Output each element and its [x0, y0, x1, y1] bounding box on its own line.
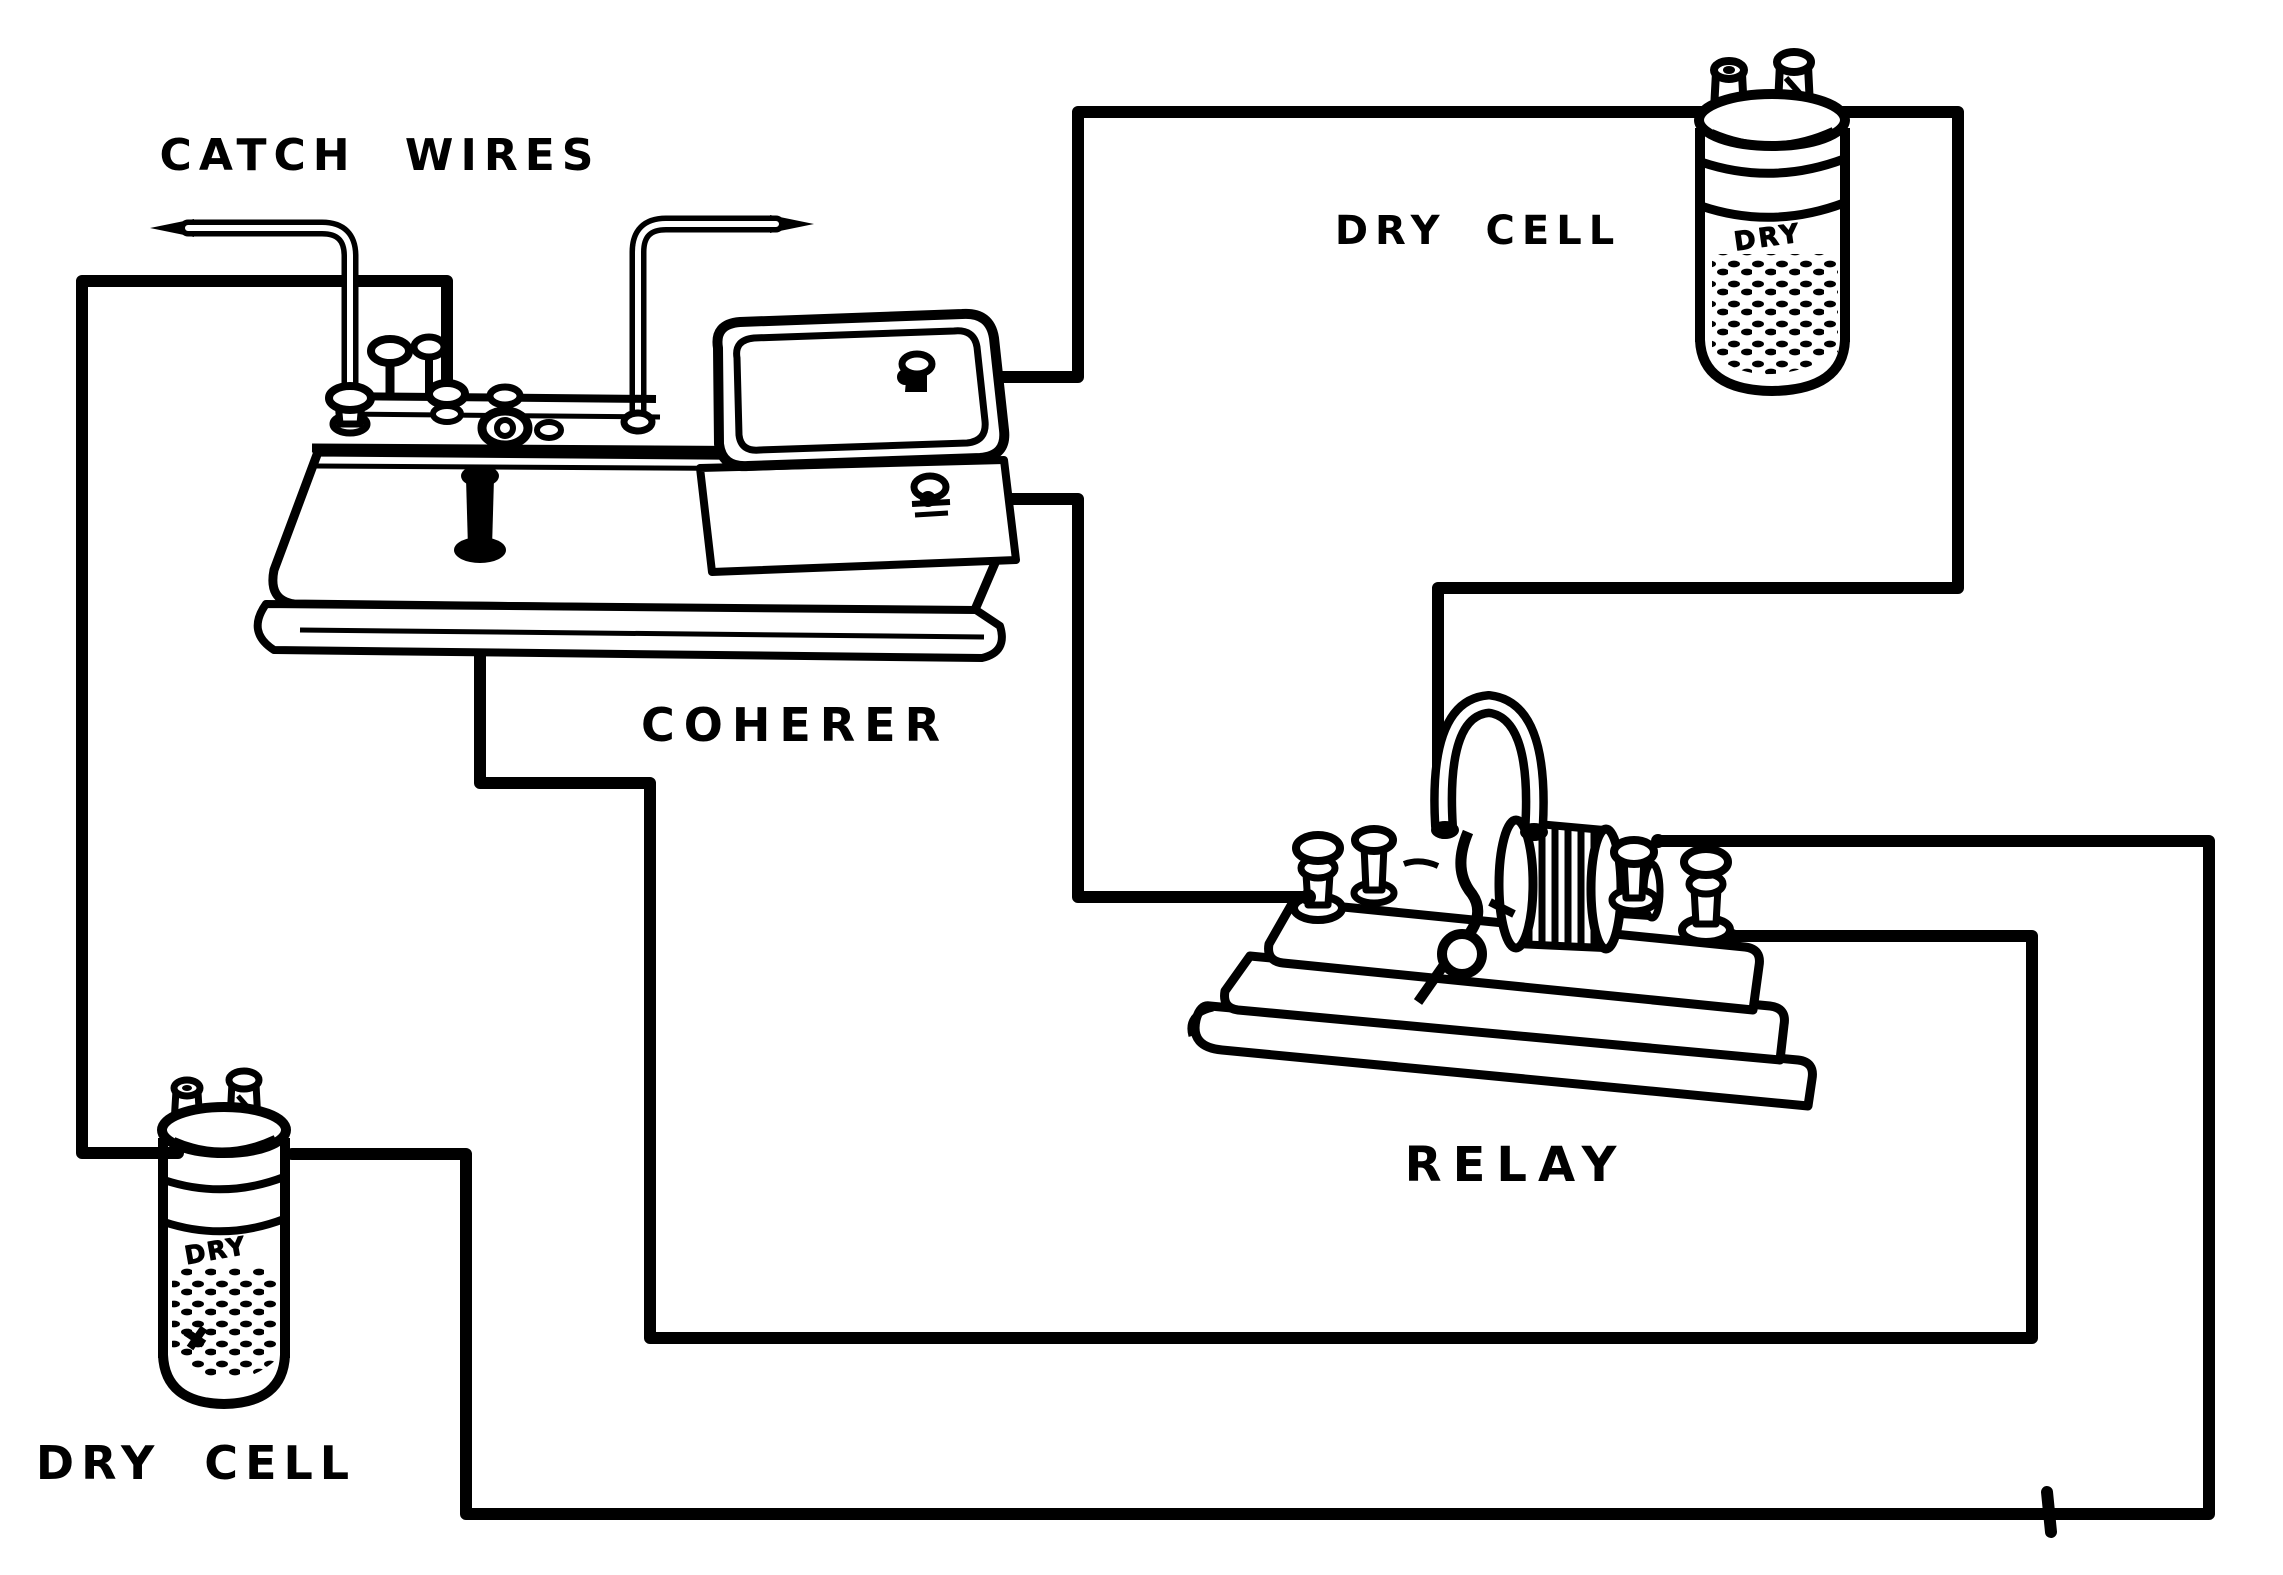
- relay-post-right-1: [1610, 836, 1658, 868]
- relay-armature: [1455, 829, 1484, 942]
- wire-drycell-top-to-relay-magnet: [1432, 106, 1964, 804]
- binding-post-catch-wire: [325, 382, 375, 414]
- coherer-tube-stand: [696, 456, 1020, 576]
- binding-post: [367, 335, 413, 367]
- battery-brand-text: DRY: [182, 1231, 249, 1270]
- coherer-device: [253, 308, 1020, 662]
- relay-coil-flange-left: [1494, 815, 1538, 953]
- catch-wires: [150, 215, 814, 429]
- dry-cell-bottom: DRY: [157, 1067, 291, 1409]
- wire-coherer-bottom-to-relay-right: [474, 542, 2038, 1344]
- battery-brand-text: DRY: [1732, 218, 1804, 257]
- label-relay: RELAY: [1405, 1137, 1628, 1193]
- wire-ground-loop: [76, 275, 453, 1159]
- labels: CATCH WIRES DRY CELL COHERER RELAY DRY C…: [36, 130, 1628, 1490]
- label-dry-cell-bottom: DRY CELL: [36, 1436, 356, 1490]
- battery-top: [157, 1102, 291, 1158]
- relay-device: [1187, 691, 1817, 1111]
- battery-band: [162, 1173, 286, 1194]
- coherer-tube-case: [712, 308, 1010, 472]
- binding-post: [410, 333, 448, 361]
- dry-cell-top: DRY: [1694, 48, 1850, 396]
- catch-wire-left: [179, 219, 359, 409]
- relay-post-left-2: [1351, 825, 1397, 855]
- wire-relay-to-drycell-bottom: [286, 835, 2215, 1520]
- relay-post-right-2: [1680, 845, 1732, 879]
- coherer-terminal-upper: [898, 350, 936, 378]
- circuit-wires: [76, 106, 2215, 1538]
- connection-lugs: [897, 369, 1739, 943]
- battery-stipple: [172, 1268, 276, 1381]
- ink-smudge: [183, 1325, 208, 1351]
- relay-mid-slab: [1220, 951, 1789, 1065]
- ink-blemish-tick: [2041, 1486, 2057, 1538]
- binding-post-bottom: [466, 478, 494, 548]
- label-catch-wires: CATCH WIRES: [160, 130, 601, 181]
- relay-post-left-1: [1292, 831, 1344, 865]
- binding-post-ground: [425, 379, 469, 409]
- label-dry-cell-top: DRY CELL: [1335, 208, 1621, 254]
- label-coherer: COHERER: [641, 698, 949, 752]
- battery-stipple: [1712, 254, 1838, 375]
- relay-deck: [1264, 897, 1764, 1015]
- battery-band: [1699, 154, 1846, 178]
